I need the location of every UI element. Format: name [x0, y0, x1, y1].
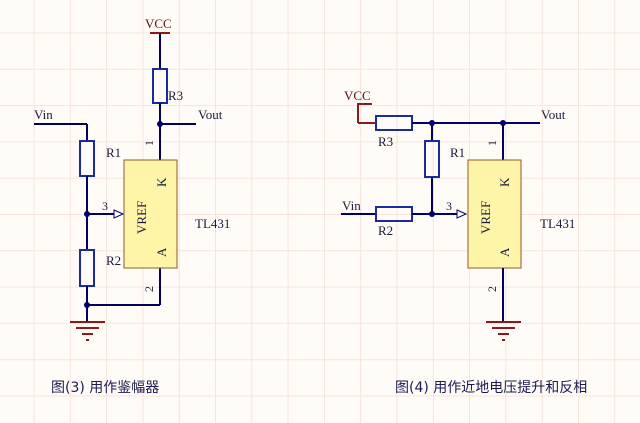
r1-label: R1 — [106, 145, 121, 160]
resistor-r2[interactable] — [79, 249, 95, 287]
input-arrow-icon — [456, 209, 468, 219]
vref-pin-label: VREF — [478, 201, 493, 234]
vin-label: Vin — [342, 198, 361, 213]
figure-4-voltage-lift-inverter: VCC R3 Vout R1 Vin R2 3 1 VREF K A TL4 — [341, 88, 575, 341]
tl431-ic[interactable]: VREF K A — [123, 159, 178, 269]
vout-label: Vout — [198, 107, 223, 122]
r2-label: R2 — [378, 223, 393, 238]
k-pin-label: K — [497, 177, 512, 187]
ic-part-label: TL431 — [195, 216, 230, 231]
ground-icon — [70, 318, 105, 341]
pin3-label: 3 — [102, 199, 108, 213]
vcc-power-symbol: VCC — [145, 16, 172, 68]
r3-label: R3 — [168, 88, 183, 103]
r2-label: R2 — [106, 253, 121, 268]
tl431-ic[interactable]: VREF K A — [467, 159, 522, 269]
pin2-label: 2 — [142, 286, 156, 292]
pin1-label: 1 — [485, 140, 499, 146]
r3-label: R3 — [378, 134, 393, 149]
figure-3-amplitude-discriminator: VCC R3 Vout 1 Vin R1 3 R2 2 — [34, 16, 230, 341]
r1-label: R1 — [450, 145, 465, 160]
a-pin-label: A — [154, 247, 169, 257]
resistor-r3[interactable] — [375, 115, 413, 131]
resistor-r1[interactable] — [424, 140, 440, 178]
vref-pin-label: VREF — [134, 201, 149, 234]
pin1-label: 1 — [142, 140, 156, 146]
figure-4-caption: 图(4) 用作近地电压提升和反相 — [395, 380, 588, 396]
a-pin-label: A — [497, 247, 512, 257]
vcc-label: VCC — [145, 16, 172, 31]
junction-dot — [157, 121, 163, 127]
ic-part-label: TL431 — [540, 216, 575, 231]
vcc-power-symbol: VCC — [344, 88, 376, 124]
resistor-r3[interactable] — [152, 68, 168, 104]
resistor-r1[interactable] — [79, 140, 95, 177]
figure-3-caption: 图(3) 用作鉴幅器 — [51, 380, 160, 396]
pin3-label: 3 — [446, 199, 452, 213]
k-pin-label: K — [154, 177, 169, 187]
vcc-label: VCC — [344, 88, 371, 103]
junction-dot — [429, 211, 435, 217]
input-arrow-icon — [113, 209, 125, 219]
vout-label: Vout — [541, 107, 566, 122]
pin2-label: 2 — [485, 286, 499, 292]
vin-label: Vin — [34, 107, 53, 122]
ground-icon — [486, 321, 521, 341]
